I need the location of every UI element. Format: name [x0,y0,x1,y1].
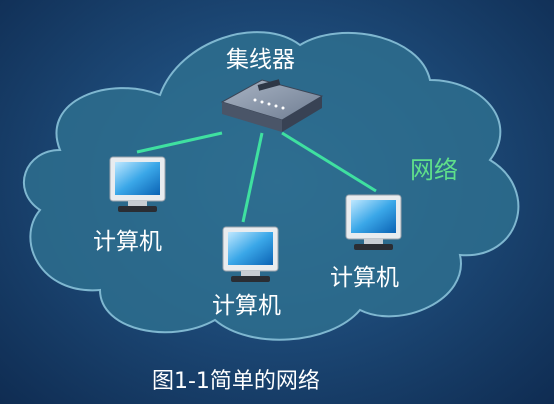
hub-label: 集线器 [226,47,295,73]
link-hub-computer-3 [281,131,377,193]
network-hub-icon [220,79,324,132]
computer-label-1: 计算机 [93,229,162,255]
link-hub-computer-1 [136,131,223,154]
network-cloud [22,31,520,341]
network-label: 网络 [410,156,458,184]
computer-monitor-icon [345,194,402,250]
figure-caption: 图1-1简单的网络 [152,369,320,394]
computer-monitor-icon [109,156,166,212]
link-hub-computer-2 [241,132,264,223]
computer-label-3: 计算机 [330,265,399,291]
computer-monitor-icon [222,226,279,282]
computer-label-2: 计算机 [212,293,281,319]
